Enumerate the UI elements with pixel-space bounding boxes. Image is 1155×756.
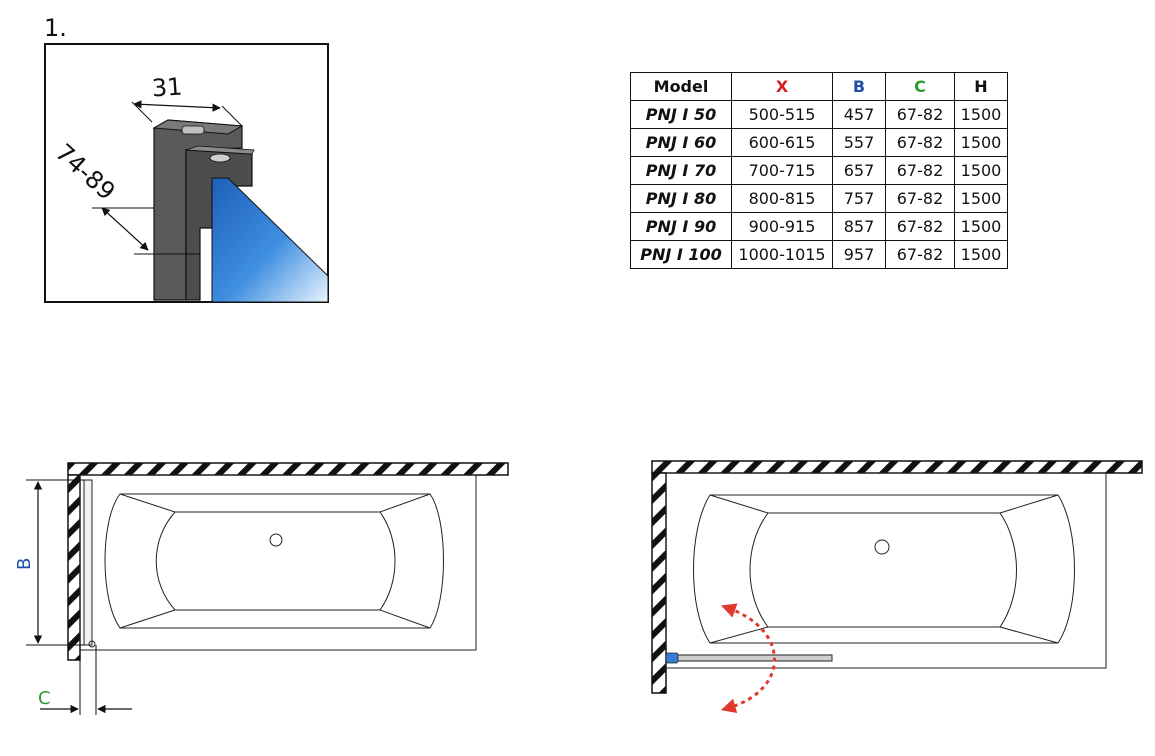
cell-model: PNJ I 70 <box>630 156 732 185</box>
bathtub-rim <box>79 474 477 651</box>
cell-model: PNJ I 90 <box>630 212 732 241</box>
dimension-table: Model X B C H PNJ I 50 500-515 457 67-82… <box>630 72 1008 269</box>
bathtub-rim <box>665 472 1107 669</box>
cell-model: PNJ I 60 <box>630 128 732 157</box>
swing-arrow-icon <box>720 603 776 714</box>
glass-panel <box>211 177 329 303</box>
header-model: Model <box>630 72 732 101</box>
header-x: X <box>731 72 833 101</box>
cell-b: 457 <box>832 100 886 129</box>
cell-h: 1500 <box>954 184 1008 213</box>
wall-top <box>651 460 1143 474</box>
table-header-row: Model X B C H <box>630 72 1008 101</box>
cell-h: 1500 <box>954 128 1008 157</box>
cell-x: 900-915 <box>731 212 833 241</box>
header-c: C <box>885 72 955 101</box>
table-row: PNJ I 50 500-515 457 67-82 1500 <box>630 100 1008 129</box>
cell-b: 857 <box>832 212 886 241</box>
plan-view-closed: B C <box>14 462 509 715</box>
step-number: 1. <box>44 14 67 42</box>
cell-b: 957 <box>832 240 886 269</box>
glass-panel-closed <box>83 479 93 646</box>
table-row: PNJ I 90 900-915 857 67-82 1500 <box>630 212 1008 241</box>
cell-b: 657 <box>832 156 886 185</box>
hinge-block <box>665 652 679 664</box>
header-h: H <box>954 72 1008 101</box>
cell-c: 67-82 <box>885 100 955 129</box>
cell-x: 700-715 <box>731 156 833 185</box>
bathtub-inner <box>155 511 396 611</box>
cell-b: 557 <box>832 128 886 157</box>
cell-h: 1500 <box>954 156 1008 185</box>
drain-icon <box>874 539 890 555</box>
cell-c: 67-82 <box>885 212 955 241</box>
table-row: PNJ I 70 700-715 657 67-82 1500 <box>630 156 1008 185</box>
wall-top <box>67 462 509 476</box>
table-row: PNJ I 100 1000-1015 957 67-82 1500 <box>630 240 1008 269</box>
cell-c: 67-82 <box>885 184 955 213</box>
table-row: PNJ I 60 600-615 557 67-82 1500 <box>630 128 1008 157</box>
table-body: PNJ I 50 500-515 457 67-82 1500 PNJ I 60… <box>630 100 1008 269</box>
bathtub-inner <box>749 512 1017 628</box>
drain-icon <box>269 533 283 547</box>
cell-h: 1500 <box>954 240 1008 269</box>
cell-model: PNJ I 100 <box>630 240 732 269</box>
wall-side <box>67 474 81 661</box>
wall-side <box>651 472 667 694</box>
header-b: B <box>832 72 886 101</box>
profile-detail: 31 74-89 <box>44 43 329 303</box>
glass-panel-open <box>673 654 833 662</box>
cell-x: 500-515 <box>731 100 833 129</box>
table-row: PNJ I 80 800-815 757 67-82 1500 <box>630 184 1008 213</box>
cell-model: PNJ I 50 <box>630 100 732 129</box>
cell-model: PNJ I 80 <box>630 184 732 213</box>
cell-c: 67-82 <box>885 156 955 185</box>
cell-x: 800-815 <box>731 184 833 213</box>
cell-b: 757 <box>832 184 886 213</box>
cell-h: 1500 <box>954 212 1008 241</box>
cell-c: 67-82 <box>885 128 955 157</box>
cell-x: 600-615 <box>731 128 833 157</box>
cell-h: 1500 <box>954 100 1008 129</box>
cell-x: 1000-1015 <box>731 240 833 269</box>
c-dimension-label: C <box>38 688 51 709</box>
width-dimension-label: 31 <box>151 72 183 102</box>
b-dimension-label: B <box>14 558 35 570</box>
plan-view-swing <box>651 460 1143 714</box>
cell-c: 67-82 <box>885 240 955 269</box>
